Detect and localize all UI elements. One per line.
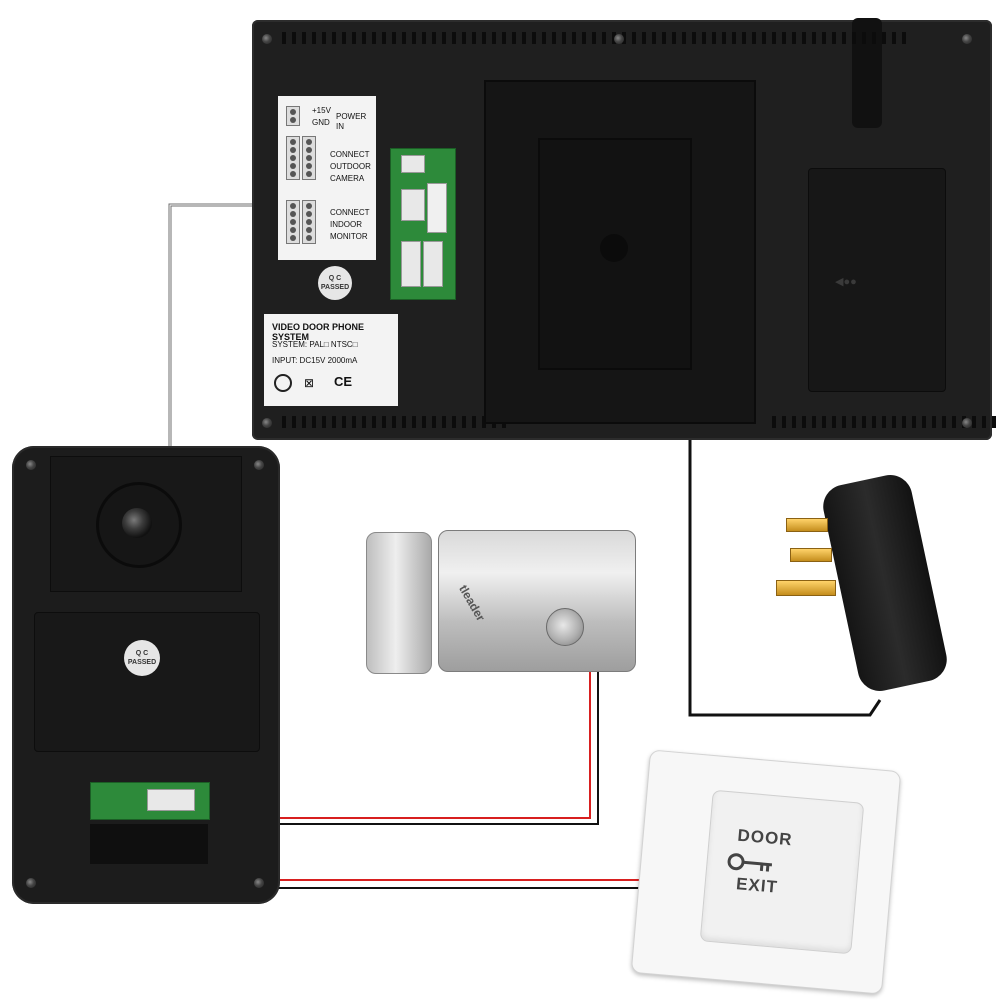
qc-passed-sticker: Q C PASSED (124, 640, 160, 676)
plug-pin (776, 580, 836, 596)
ce-mark: CE (334, 374, 353, 389)
camera-connector-1 (401, 241, 421, 287)
electric-lock (438, 530, 636, 672)
screw (254, 460, 264, 470)
terminal-strip (427, 183, 447, 233)
screw (254, 878, 264, 888)
outdoor-terminal-a (286, 136, 300, 180)
power-gnd-label: GND (312, 118, 330, 127)
bottom-vent (282, 416, 506, 428)
spec-label: VIDEO DOOR PHONE SYSTEM SYSTEM: PAL□ NTS… (264, 314, 398, 406)
spec-input: INPUT: DC15V 2000mA (272, 356, 358, 365)
indoor-terminal-a (286, 200, 300, 244)
outdoor-label-2: OUTDOOR (330, 162, 371, 171)
monitor-pcb (390, 148, 456, 300)
key-icon (727, 853, 773, 872)
spec-title: VIDEO DOOR PHONE SYSTEM (272, 322, 365, 342)
lock-wire-black (185, 672, 599, 825)
screw (962, 34, 972, 44)
antenna (852, 18, 882, 128)
outdoor-camera-unit: Q C PASSED (12, 446, 280, 904)
weee-bin-icon: ⊠ (304, 376, 315, 390)
spec-system: SYSTEM: PAL□ NTSC□ (272, 340, 358, 349)
wire-channel (90, 824, 208, 864)
outdoor-label-3: CAMERA (330, 174, 365, 183)
qc-line-1: Q C (135, 650, 149, 657)
power-v-label: +15V (312, 106, 331, 115)
outdoor-label-1: CONNECT (330, 150, 370, 159)
camera-connector (147, 789, 195, 811)
lock-strike-bolt (366, 532, 432, 674)
rear-cover (34, 612, 260, 752)
battery-cover: ◀●● (808, 168, 946, 392)
power-in-label: POWER IN (336, 112, 367, 131)
screw (26, 460, 36, 470)
screw (26, 878, 36, 888)
screw (262, 34, 272, 44)
top-vent-right (632, 32, 906, 44)
qc-line-2: PASSED (127, 659, 157, 666)
battery-arrow: ◀●● (835, 276, 857, 288)
indoor-label-2: INDOOR (330, 220, 362, 229)
camera-connector-2 (423, 241, 443, 287)
lens-housing (50, 456, 242, 592)
camera-pcb (90, 782, 210, 820)
power-connector (401, 155, 425, 173)
plug-pin (786, 518, 828, 532)
qc-line-2: PASSED (320, 284, 350, 291)
certification-icon (274, 374, 292, 392)
top-vent (282, 32, 626, 44)
indoor-terminal-b (302, 200, 316, 244)
key-cylinder (546, 608, 584, 646)
lock-wire-red (185, 672, 591, 819)
qc-passed-sticker: Q C PASSED (318, 266, 352, 300)
qc-line-1: Q C (328, 275, 342, 282)
plug-pin (790, 548, 832, 562)
screw (614, 34, 624, 44)
screw (962, 418, 972, 428)
terminal-label-card: +15V GND POWER IN CONNECT OUTDOOR CAMERA… (278, 96, 376, 260)
outdoor-terminal-b (302, 136, 316, 180)
bracket-hook-hole (600, 234, 628, 262)
screw (262, 418, 272, 428)
indoor-label-1: CONNECT (330, 208, 370, 217)
camera-lens (122, 508, 152, 538)
indoor-connector (401, 189, 425, 221)
power-terminal (286, 106, 300, 126)
indoor-monitor: ◀●● +15V GND POWER IN CONNECT OUTDOOR CA… (252, 18, 996, 440)
indoor-label-3: MONITOR (330, 232, 368, 241)
